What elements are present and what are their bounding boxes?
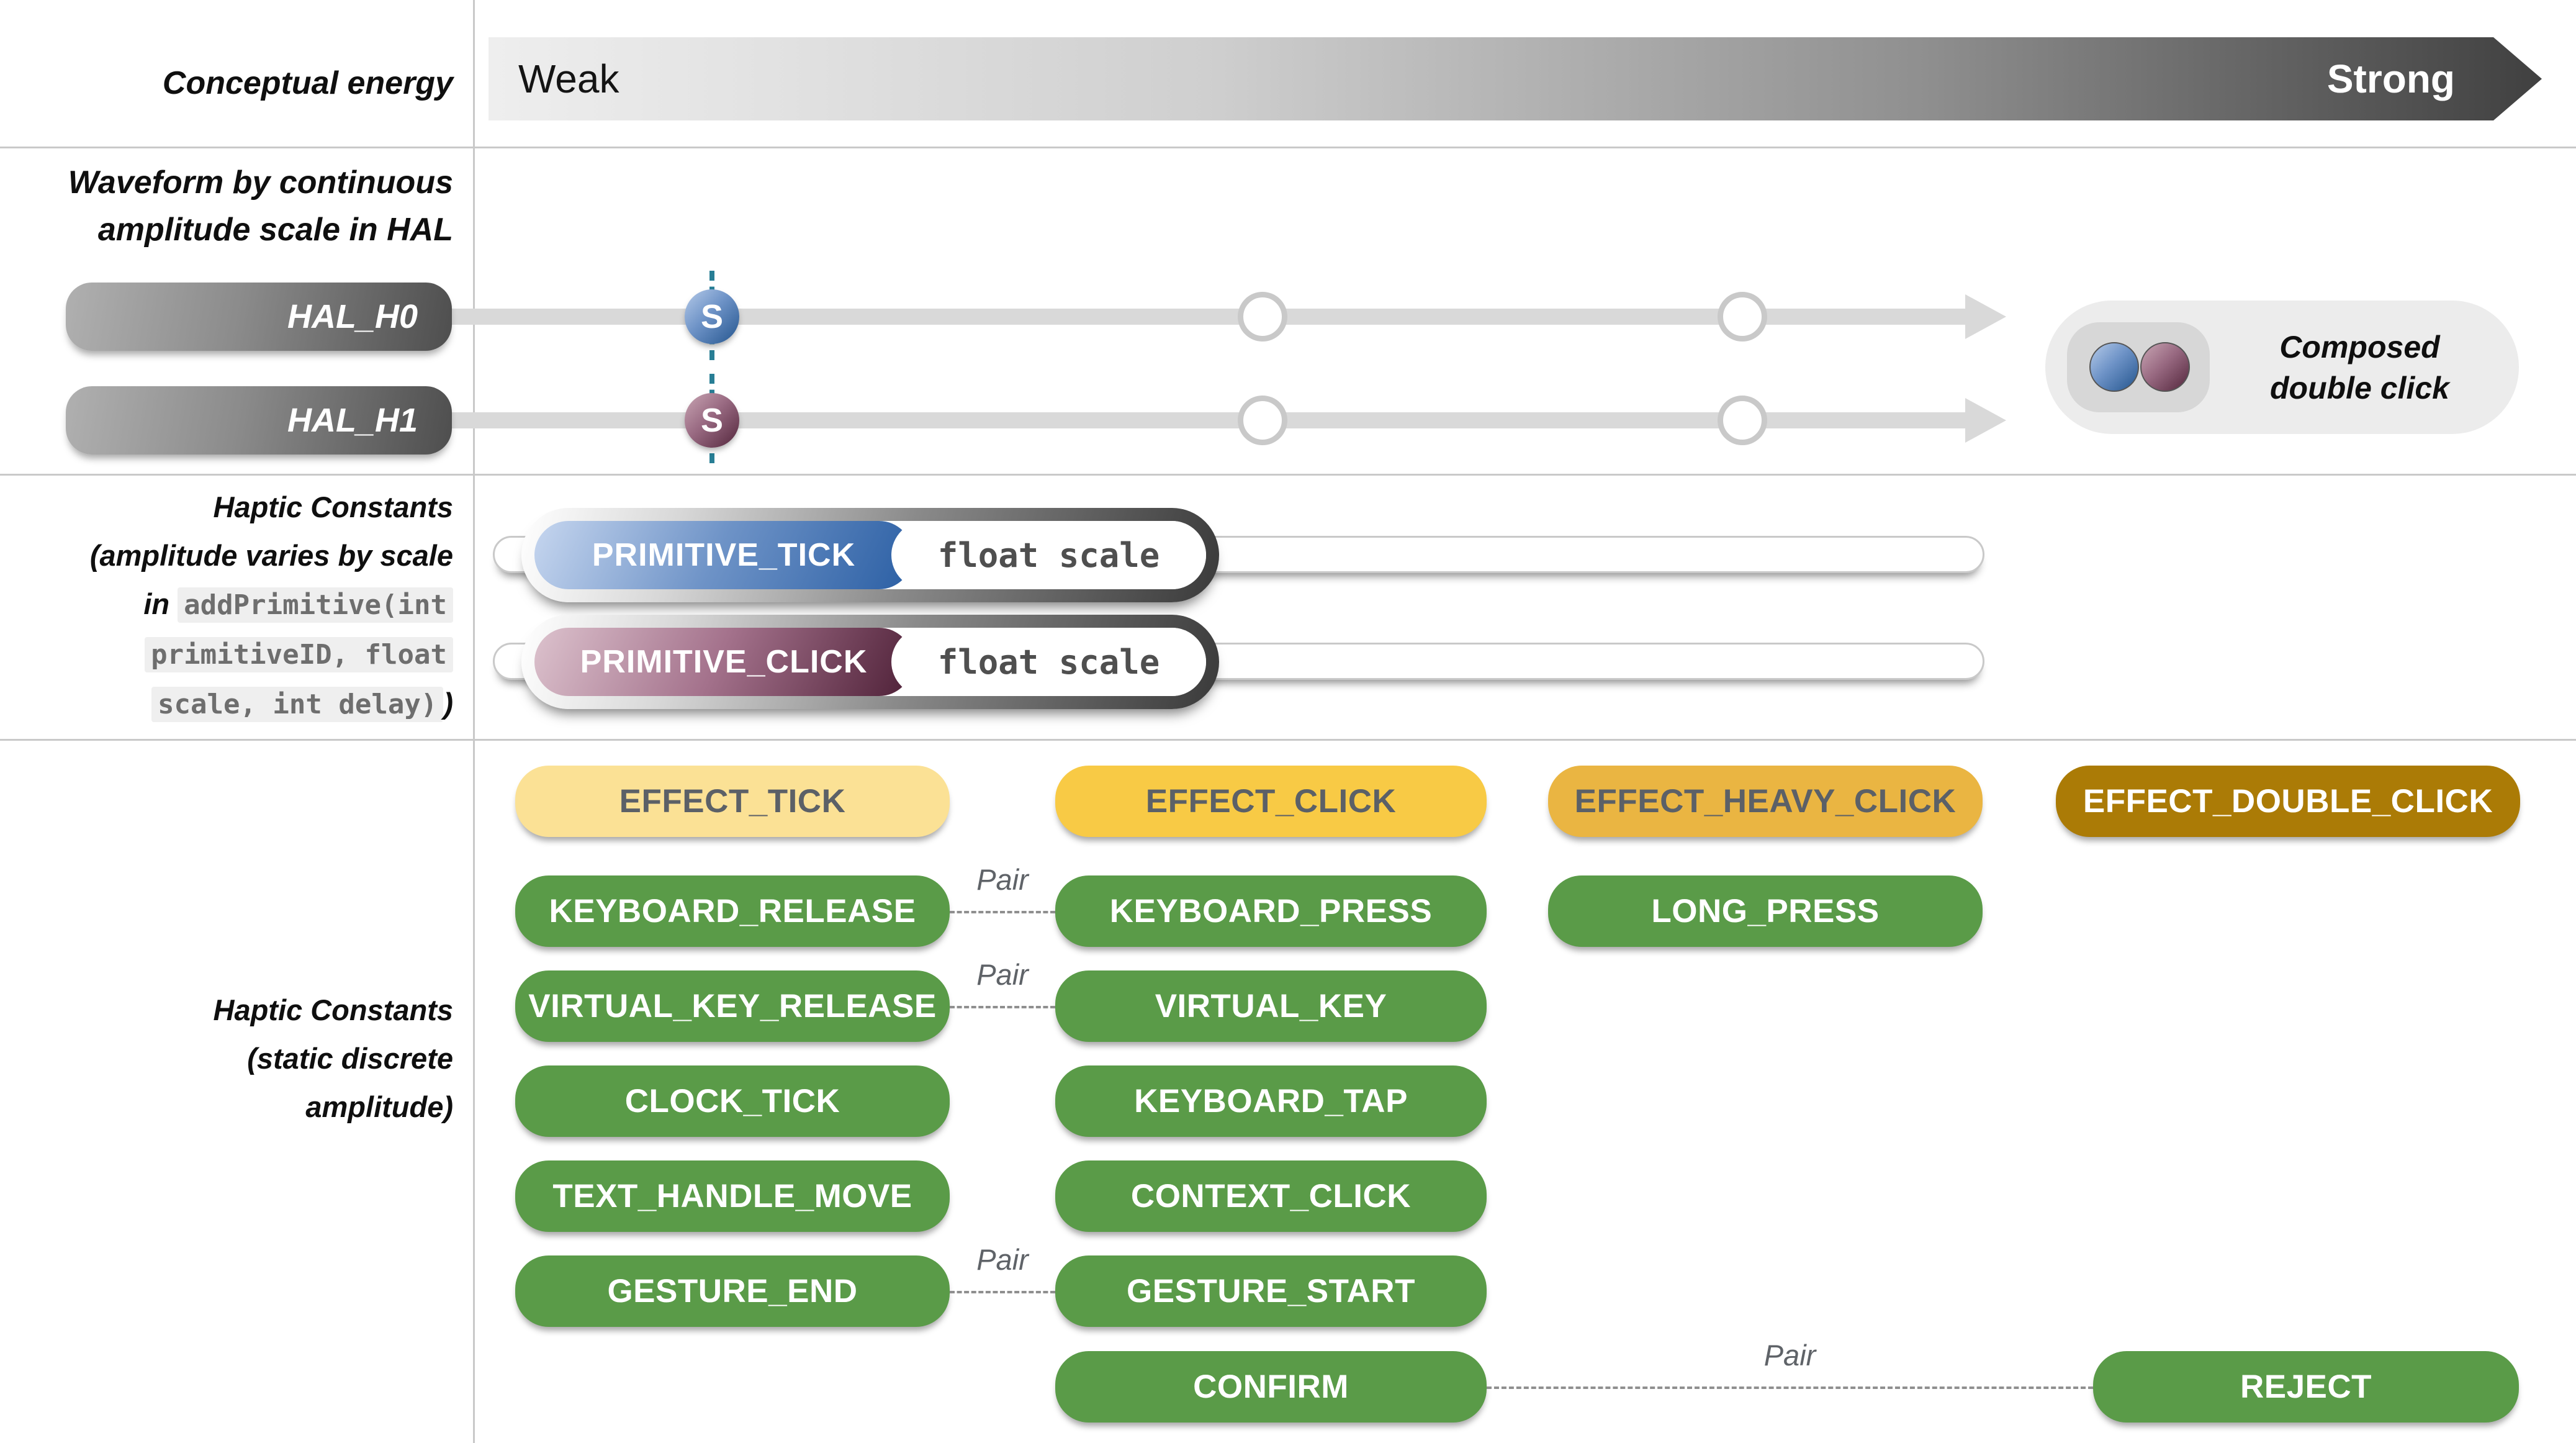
primitive-click-slider-thumb[interactable]: PRIMITIVE_CLICK float scale bbox=[521, 615, 1219, 709]
row-divider-3 bbox=[0, 739, 2576, 741]
composed-double-click-legend: Composed double click bbox=[2045, 301, 2519, 434]
hal-h1-stop-circle-1 bbox=[1238, 396, 1287, 445]
mauve-dot-icon bbox=[2140, 342, 2190, 392]
hal-h1-stop-circle-2 bbox=[1718, 396, 1767, 445]
constant-button-long_press[interactable]: LONG_PRESS bbox=[1548, 875, 1983, 947]
primitive-tick-label: PRIMITIVE_TICK bbox=[592, 537, 856, 573]
pair-label: Pair bbox=[976, 1243, 1029, 1276]
hal-h0-pill: HAL_H0 bbox=[66, 283, 452, 351]
slider-thumb-inner: PRIMITIVE_CLICK float scale bbox=[534, 628, 1206, 696]
constant-button-virtual_key_release[interactable]: VIRTUAL_KEY_RELEASE bbox=[515, 970, 950, 1042]
pair-label: Pair bbox=[976, 863, 1029, 896]
constant-button-reject[interactable]: REJECT bbox=[2093, 1351, 2519, 1423]
constant-button-keyboard_tap[interactable]: KEYBOARD_TAP bbox=[1055, 1065, 1487, 1137]
code-snippet: primitiveID, float bbox=[145, 637, 453, 672]
s-marker-glyph: S bbox=[700, 402, 724, 439]
composed-dots-chip bbox=[2067, 322, 2210, 412]
code-snippet: scale, int delay) bbox=[151, 687, 444, 722]
row-divider-1 bbox=[0, 147, 2576, 148]
hal-h1-label: HAL_H1 bbox=[287, 402, 418, 439]
constant-button-effect_tick[interactable]: EFFECT_TICK bbox=[515, 766, 950, 837]
hal-h1-pill: HAL_H1 bbox=[66, 386, 452, 455]
pair-connector-line bbox=[950, 911, 1055, 913]
blue-dot-icon bbox=[2089, 342, 2139, 392]
hal-h0-scale-marker: S bbox=[685, 289, 739, 344]
constant-button-clock_tick[interactable]: CLOCK_TICK bbox=[515, 1065, 950, 1137]
hal-h0-stop-circle-2 bbox=[1718, 292, 1767, 342]
primitive-tick-pill: PRIMITIVE_TICK bbox=[534, 521, 913, 589]
s-marker-glyph: S bbox=[700, 298, 724, 335]
primitive-tick-slider-thumb[interactable]: PRIMITIVE_TICK float scale bbox=[521, 508, 1219, 602]
primitive-click-param-box: float scale bbox=[891, 628, 1206, 696]
float-scale-label: float scale bbox=[937, 535, 1160, 575]
conceptual-energy-label: Conceptual energy bbox=[162, 65, 453, 101]
float-scale-label: float scale bbox=[937, 642, 1160, 682]
constant-button-keyboard_release[interactable]: KEYBOARD_RELEASE bbox=[515, 875, 950, 947]
strong-label: Strong bbox=[2326, 57, 2455, 101]
slider-thumb-inner: PRIMITIVE_TICK float scale bbox=[534, 521, 1206, 589]
hal-h1-arrowhead-icon bbox=[1965, 398, 2006, 443]
primitive-click-pill: PRIMITIVE_CLICK bbox=[534, 628, 913, 696]
pair-connector-line bbox=[950, 1006, 1055, 1008]
row-divider-2 bbox=[0, 474, 2576, 476]
column-divider bbox=[473, 0, 475, 1443]
primitives-section-label: Haptic Constants (amplitude varies by sc… bbox=[0, 483, 453, 729]
constant-button-gesture_start[interactable]: GESTURE_START bbox=[1055, 1255, 1487, 1327]
constant-button-confirm[interactable]: CONFIRM bbox=[1055, 1351, 1487, 1423]
energy-gradient-arrow: Weak Strong bbox=[489, 37, 2542, 120]
constant-button-gesture_end[interactable]: GESTURE_END bbox=[515, 1255, 950, 1327]
primitive-tick-param-box: float scale bbox=[891, 521, 1206, 589]
constant-button-text_handle_move[interactable]: TEXT_HANDLE_MOVE bbox=[515, 1160, 950, 1232]
constant-button-effect_click[interactable]: EFFECT_CLICK bbox=[1055, 766, 1487, 837]
composed-double-click-label: Composed double click bbox=[2270, 329, 2449, 405]
hal-h1-scale-marker: S bbox=[685, 393, 739, 448]
constant-button-virtual_key[interactable]: VIRTUAL_KEY bbox=[1055, 970, 1487, 1042]
pair-connector-line bbox=[1487, 1386, 2093, 1389]
constant-button-effect_heavy_click[interactable]: EFFECT_HEAVY_CLICK bbox=[1548, 766, 1983, 837]
waveform-section-label: Waveform by continuous amplitude scale i… bbox=[68, 165, 453, 248]
hal-h0-arrowhead-icon bbox=[1965, 294, 2006, 339]
hal-h0-label: HAL_H0 bbox=[287, 298, 418, 335]
pair-label: Pair bbox=[976, 958, 1029, 991]
constant-button-context_click[interactable]: CONTEXT_CLICK bbox=[1055, 1160, 1487, 1232]
pair-connector-line bbox=[950, 1291, 1055, 1293]
constant-button-keyboard_press[interactable]: KEYBOARD_PRESS bbox=[1055, 875, 1487, 947]
pair-label: Pair bbox=[1763, 1339, 1816, 1372]
weak-label: Weak bbox=[518, 57, 619, 101]
primitive-click-label: PRIMITIVE_CLICK bbox=[580, 644, 868, 680]
constant-button-effect_double_click[interactable]: EFFECT_DOUBLE_CLICK bbox=[2056, 766, 2520, 837]
hal-h0-stop-circle-1 bbox=[1238, 292, 1287, 342]
code-snippet: addPrimitive(int bbox=[178, 587, 453, 623]
constants-section-label: Haptic Constants (static discrete amplit… bbox=[213, 993, 454, 1123]
